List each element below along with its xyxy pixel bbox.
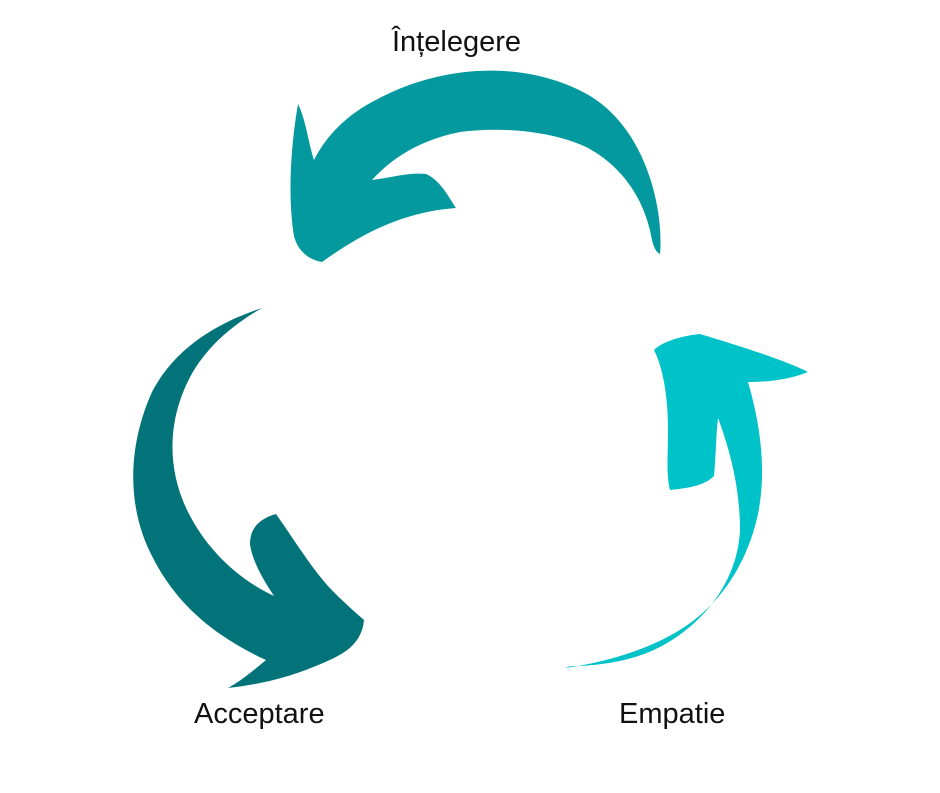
label-acceptare: Acceptare (194, 698, 325, 730)
left-curved-arrow-icon (133, 308, 364, 688)
label-intelegere: Înțelegere (392, 26, 521, 58)
top-curved-arrow-icon (290, 70, 661, 262)
right-curved-arrow-icon (566, 334, 808, 668)
label-empatie: Empatie (619, 698, 726, 730)
